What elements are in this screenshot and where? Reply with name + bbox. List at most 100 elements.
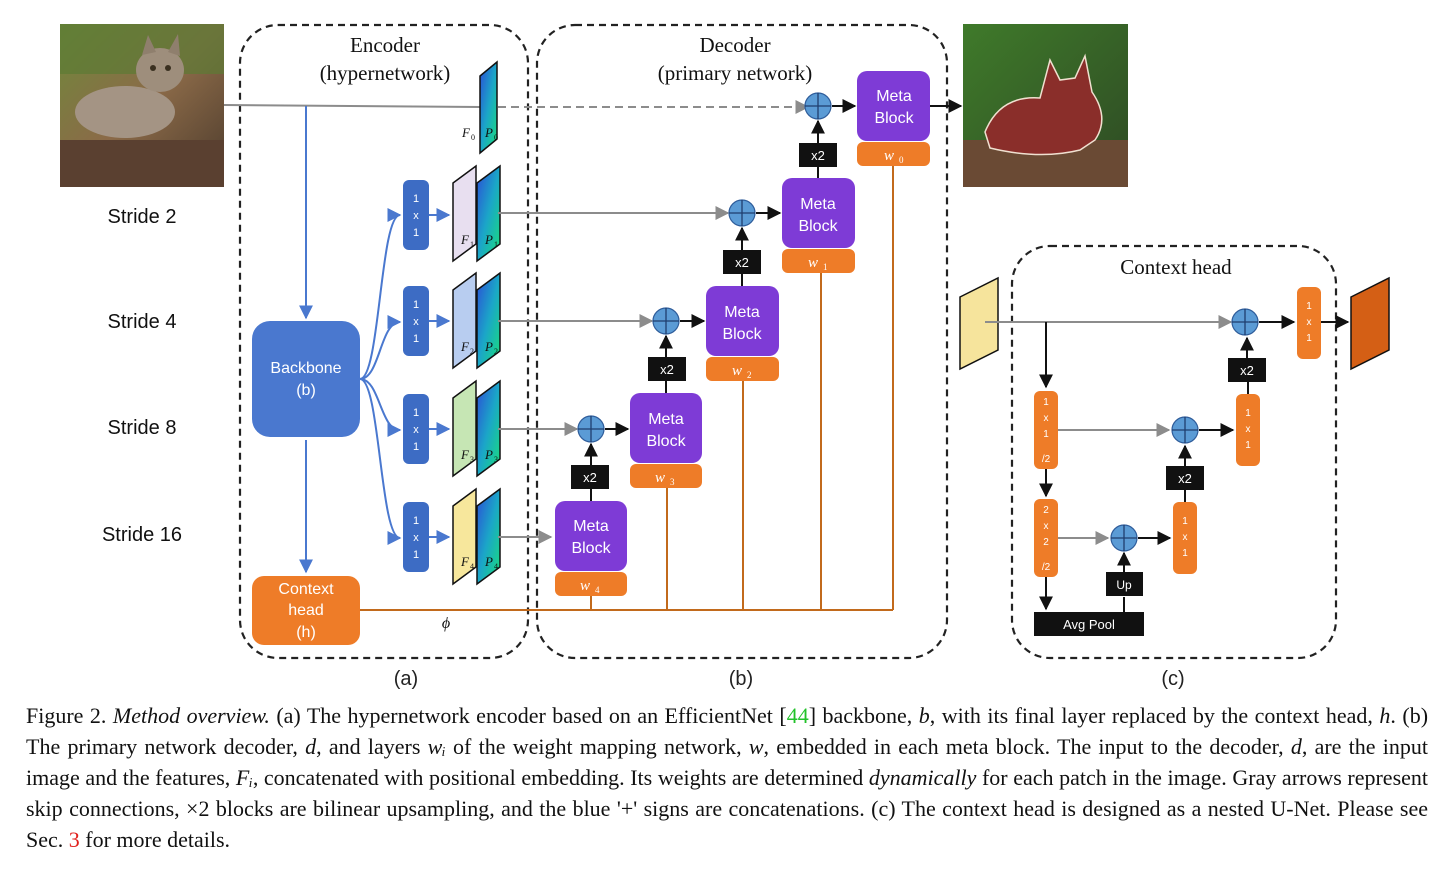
svg-text:1: 1 [413,441,419,453]
context-panel-title: Context head [1120,255,1232,279]
upsample-x2-1: x2 [799,143,837,167]
svg-text:1: 1 [1245,408,1251,419]
svg-text:1: 1 [413,193,419,205]
citation-link-44[interactable]: 44 [786,703,809,728]
svg-text:w: w [655,470,665,486]
svg-text:1: 1 [413,515,419,527]
context-input-feature [959,276,999,371]
svg-text:x: x [1246,424,1251,435]
svg-text:0: 0 [494,133,498,142]
svg-text:Block: Block [722,326,762,343]
panel-label-c: (c) [1161,668,1184,690]
meta-block-0: Meta Block w 0 [857,71,930,166]
encoder-subtitle: (hypernetwork) [320,61,451,85]
section-link-3[interactable]: 3 [68,827,80,852]
meta-block-4: Meta Block w 4 [555,501,627,596]
svg-text:1: 1 [470,240,474,249]
branch-stride8 [359,378,402,437]
svg-text:P: P [484,125,493,140]
svg-text:Up: Up [1116,578,1132,592]
svg-text:F: F [460,232,470,247]
feature-stack-2: F 2 P 2 [452,271,501,370]
svg-text:P: P [484,339,493,354]
decoder-panel [535,23,949,660]
svg-text:1: 1 [413,549,419,561]
context-upsample-x2-b: x2 [1166,466,1204,490]
svg-text:1: 1 [1306,301,1312,312]
input-cat-image [60,24,224,187]
svg-text:1: 1 [1043,429,1049,440]
context-upsample-x2-a: x2 [1228,358,1266,382]
conv-1x1-stride4: 1 x 1 [403,286,429,356]
svg-text:x2: x2 [583,470,597,485]
svg-text:(h): (h) [296,624,316,641]
output-segmentation-image [963,24,1128,187]
conv-1x1-stride8: 1 x 1 [403,394,429,464]
svg-text:Meta: Meta [876,88,912,105]
svg-text:1: 1 [413,227,419,239]
svg-text:Backbone: Backbone [270,360,341,377]
svg-text:1: 1 [1182,516,1188,527]
svg-text:2: 2 [1043,537,1049,548]
decoder-title: Decoder [699,33,770,57]
context-concat-node-1 [1231,308,1259,336]
stride-label-16: Stride 16 [102,524,182,546]
svg-text:Meta: Meta [724,304,760,321]
upsample-x2-2: x2 [723,250,761,274]
svg-text:x: x [413,424,419,436]
svg-text:x: x [413,316,419,328]
svg-text:x: x [1183,532,1188,543]
svg-text:/2: /2 [1042,454,1051,465]
context-down-conv-1: 1 x 1 /2 [1034,391,1058,469]
context-down-conv-2: 2 x 2 /2 [1034,499,1058,577]
svg-text:1: 1 [413,407,419,419]
svg-text:1: 1 [1245,440,1251,451]
context-output-feature [1350,276,1390,371]
svg-text:1: 1 [413,333,419,345]
svg-text:2: 2 [494,347,498,356]
svg-text:4: 4 [494,562,498,571]
branch-stride4 [359,315,402,380]
svg-text:F: F [460,447,470,462]
svg-text:x: x [413,210,419,222]
svg-text:4: 4 [595,585,600,595]
feature-stack-3: F 3 P 3 [452,379,501,478]
figure-caption: Figure 2. Method overview. (a) The hyper… [26,703,1429,852]
svg-text:F: F [460,554,470,569]
context-head-block: Context head (h) [252,576,360,645]
svg-text:x2: x2 [1178,471,1192,486]
panel-label-b: (b) [729,668,753,690]
svg-text:x: x [1307,317,1312,328]
svg-text:Block: Block [874,110,914,127]
svg-text:2: 2 [1043,505,1049,516]
svg-text:x2: x2 [1240,363,1254,378]
decoder-subtitle: (primary network) [658,61,813,85]
context-concat-node-2 [1171,416,1199,444]
svg-text:3: 3 [670,477,675,487]
skip-line-input [223,104,481,108]
svg-text:Context: Context [278,581,334,598]
concat-node-4 [577,415,605,443]
svg-text:x: x [1044,521,1049,532]
concat-node-2 [728,199,756,227]
avg-pool-block: Avg Pool [1034,612,1144,636]
upsample-up-block: Up [1106,572,1143,596]
stride-label-4: Stride 4 [108,311,177,333]
feature-stack-4: F 4 P 4 [452,487,501,586]
phi-label: ϕ [442,615,450,632]
svg-text:w: w [580,578,590,594]
svg-text:1: 1 [1182,548,1188,559]
svg-text:3: 3 [494,455,498,464]
context-up-conv-3: 1 x 1 [1173,502,1197,574]
svg-text:x2: x2 [660,362,674,377]
svg-text:x2: x2 [735,255,749,270]
svg-text:x2: x2 [811,148,825,163]
meta-block-3: Meta Block w 3 [630,393,702,488]
svg-text:0: 0 [471,133,475,142]
svg-text:1: 1 [823,262,828,272]
stride-label-2: Stride 2 [108,206,177,228]
concat-node-1 [804,92,832,120]
svg-text:2: 2 [470,347,474,356]
svg-text:x: x [413,532,419,544]
